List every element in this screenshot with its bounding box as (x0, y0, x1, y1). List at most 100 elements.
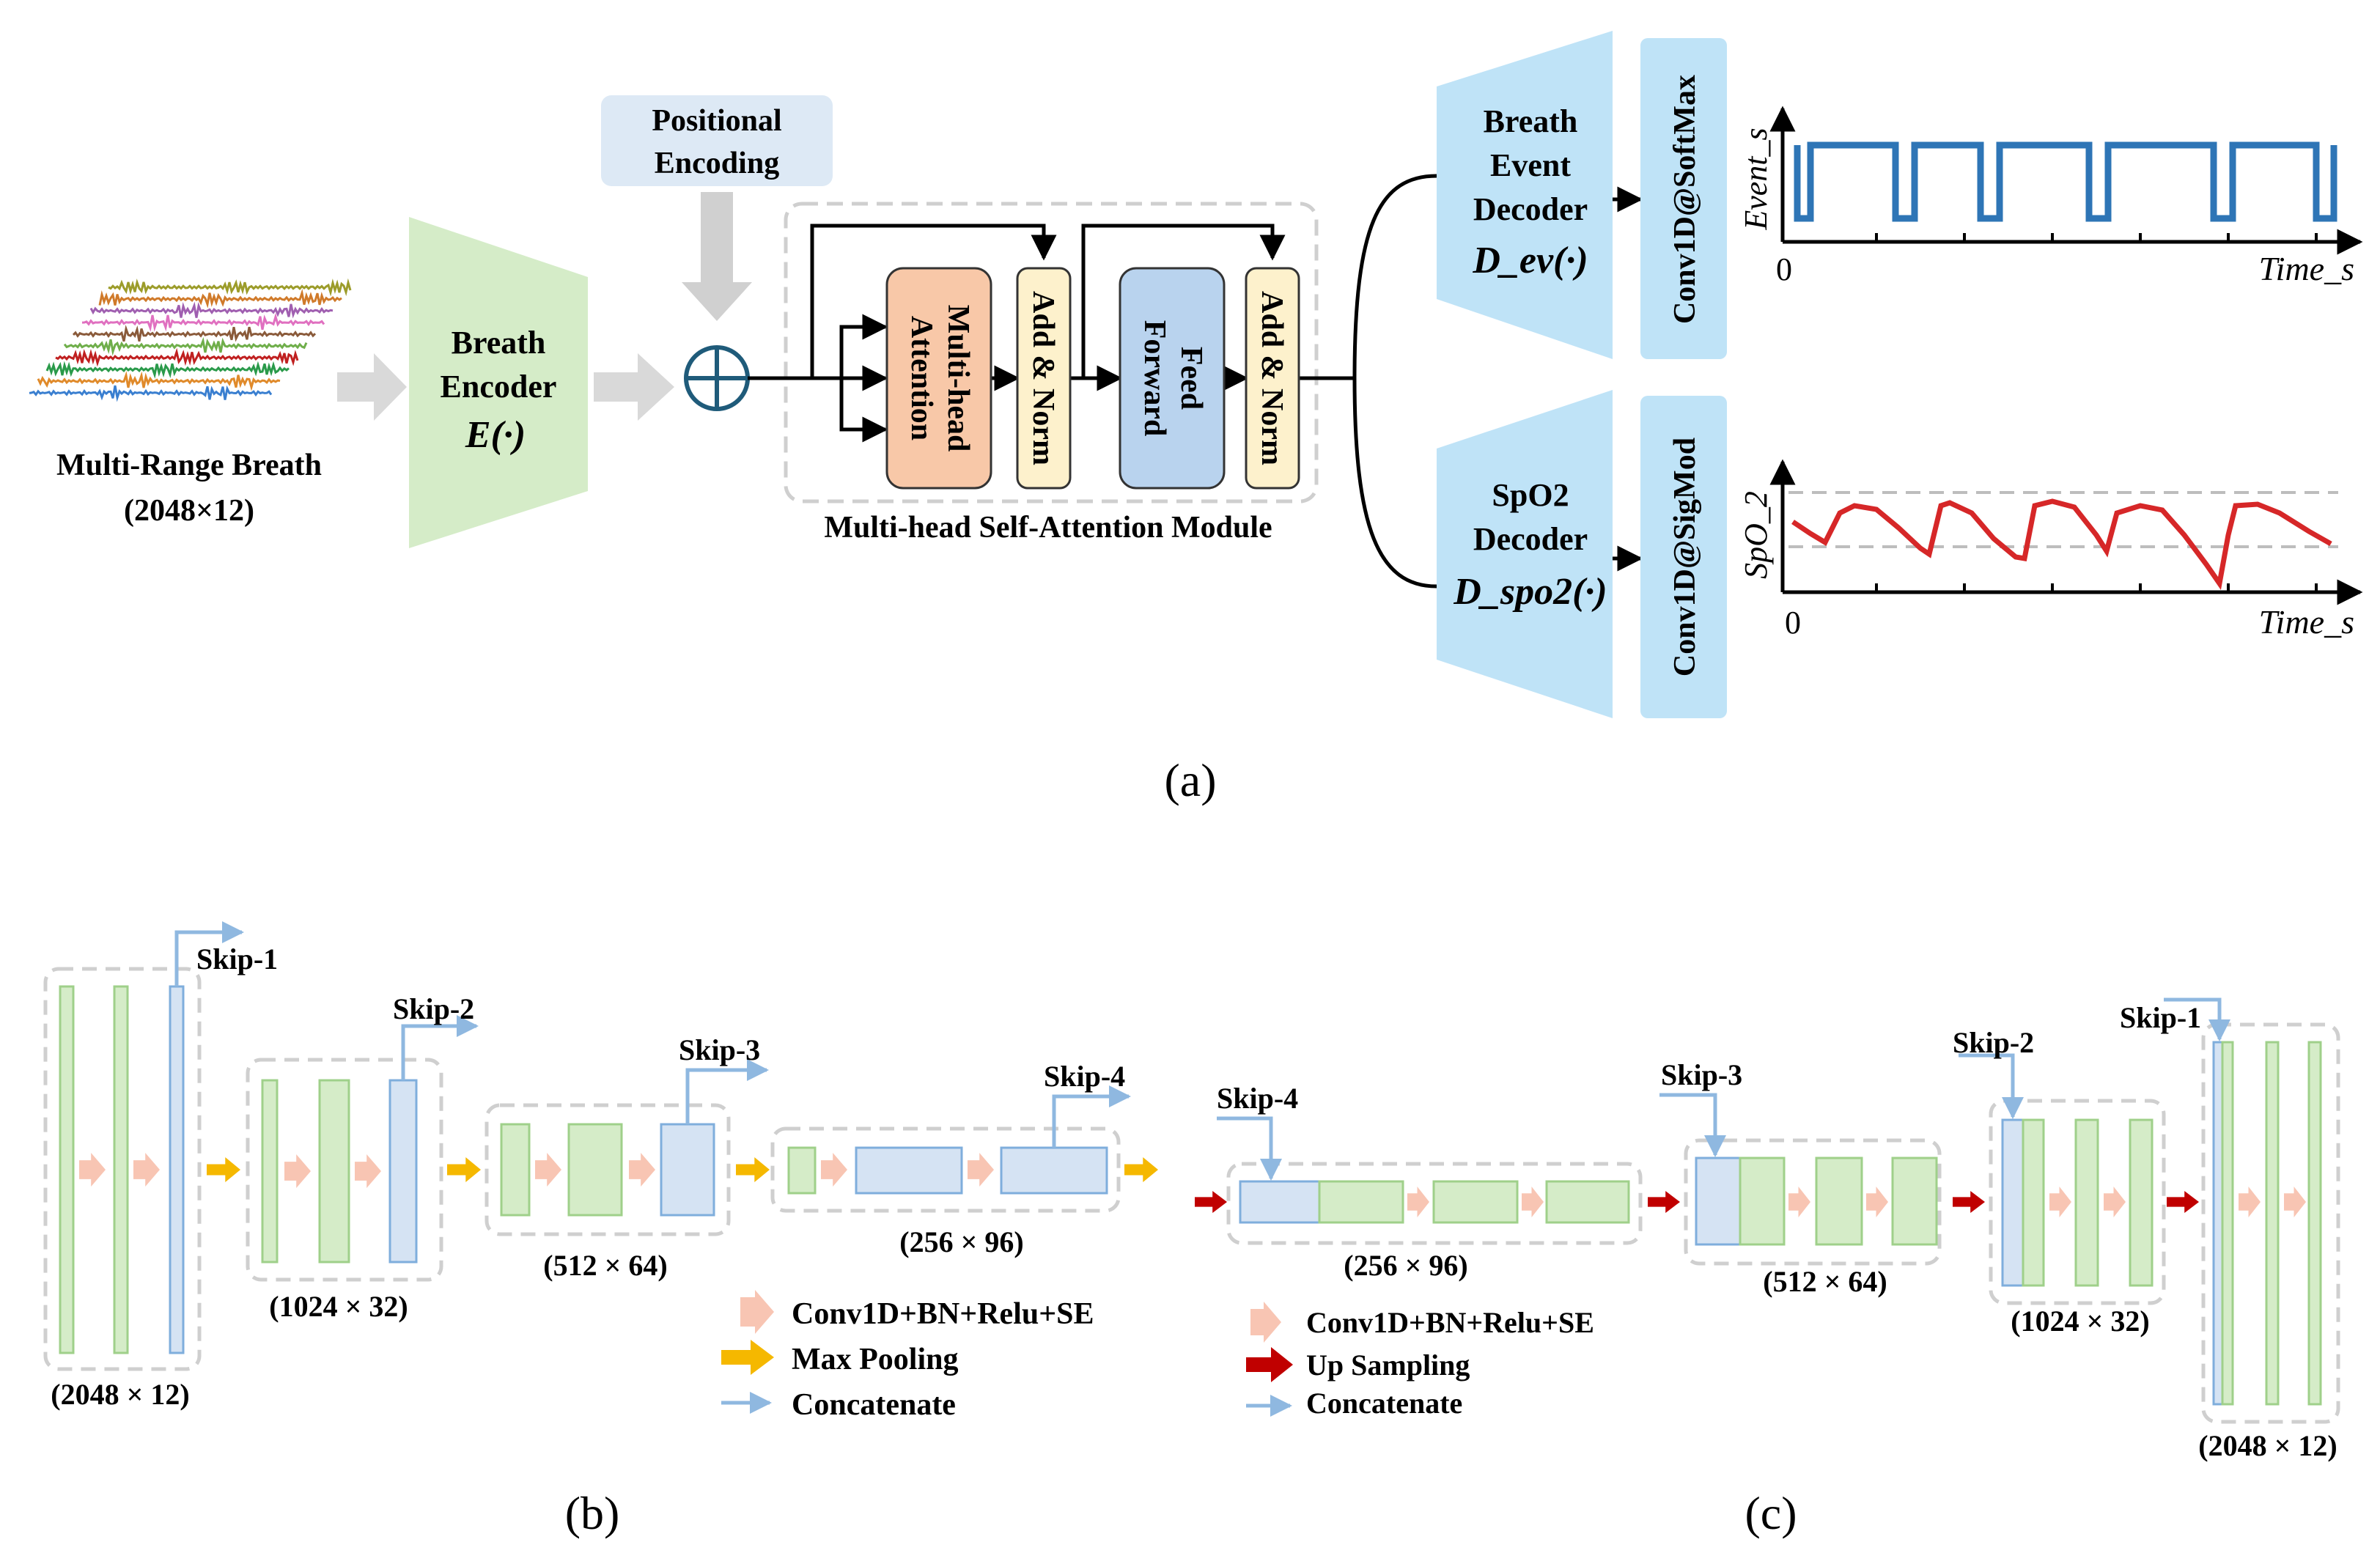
event-decoder-line1: Breath (1484, 103, 1578, 139)
breath-signal-trace (108, 278, 352, 297)
breath-encoder-block (409, 217, 588, 548)
legend-conv-icon (1250, 1302, 1281, 1343)
breath-signal-trace (81, 312, 325, 332)
legend-conv-label: Conv1D+BN+Relu+SE (792, 1297, 1094, 1331)
skip-connector (174, 921, 244, 986)
blue-block (855, 1146, 963, 1195)
breath-signal-trace (63, 336, 308, 356)
event-decoder-symbol: D_ev(·) (1472, 240, 1588, 281)
event-head-box (1640, 38, 1727, 359)
breath-signal-trace (37, 371, 281, 391)
legend-pool-icon (721, 1340, 774, 1375)
up-sampling-arrow (1195, 1191, 1227, 1213)
skip-connector (685, 1059, 769, 1124)
legend-up-icon (1246, 1347, 1293, 1382)
blue-block (388, 1079, 418, 1264)
flow-arrow-to-sum (594, 353, 674, 421)
stage-frame (1226, 1162, 1643, 1245)
stage-frame (485, 1103, 731, 1236)
conv-arrow-icon (1788, 1187, 1810, 1217)
caption-b: (b) (565, 1487, 620, 1539)
positional-encoding-box (601, 95, 833, 186)
module-label: Multi-head Self-Attention Module (824, 511, 1272, 545)
add-norm-block-1 (1016, 267, 1072, 490)
up-sampling-arrow (1953, 1191, 1985, 1213)
up-sampling-arrow (2167, 1191, 2199, 1213)
green-block (261, 1079, 279, 1264)
skip-connector (1659, 1093, 1726, 1157)
stage-frame (1989, 1099, 2166, 1305)
event-plot-xlabel: Time_s (2259, 250, 2354, 287)
green-block (1815, 1157, 1863, 1246)
conv-arrow-icon (535, 1153, 561, 1187)
stage-frame (1684, 1138, 1942, 1266)
green-block (2129, 1118, 2154, 1287)
blue-block (2001, 1118, 2025, 1287)
encoder-label-line1: Breath (452, 325, 546, 361)
skip-label: Skip-3 (679, 1033, 760, 1066)
green-block (1545, 1180, 1630, 1224)
event-decoder-line3: Decoder (1473, 191, 1588, 227)
conv-arrow-icon (133, 1153, 160, 1187)
panel-a: Multi-Range Breath (2048×12) Breath Enco… (29, 31, 2363, 806)
skip-connector (401, 1015, 479, 1080)
event-plot-origin: 0 (1776, 251, 1792, 287)
blue-block (660, 1123, 715, 1217)
legend-up-label: Up Sampling (1306, 1349, 1470, 1382)
skip-label: Skip-2 (393, 992, 474, 1025)
breath-signal-trace (98, 289, 342, 309)
skip-connector (1052, 1085, 1131, 1148)
input-dims: (2048×12) (124, 494, 254, 528)
dims-label: (512 × 64) (543, 1249, 667, 1282)
dims-label: (256 × 96) (899, 1225, 1023, 1258)
blue-block (1695, 1157, 1742, 1246)
green-block (2074, 1118, 2099, 1287)
green-block (1318, 1180, 1404, 1224)
spo2-plot-ylabel: SpO_2 (1738, 491, 1774, 579)
conv-arrow-icon (2104, 1187, 2126, 1217)
spo2-head-box (1640, 396, 1727, 718)
dims-label: (512 × 64) (1763, 1265, 1887, 1298)
sum-operator-icon (684, 345, 750, 411)
add-norm-label-2: Add & Norm (1255, 291, 1289, 465)
green-block (318, 1079, 350, 1264)
dims-label: (2048 × 12) (51, 1378, 189, 1411)
stage-frame (246, 1058, 443, 1282)
green-block (2221, 1041, 2234, 1406)
spo2-plot: SpO_2 0 Time_s (1738, 459, 2363, 641)
conv-arrow-icon (355, 1154, 381, 1188)
attention-connectors (748, 174, 1643, 589)
skip-label: Skip-4 (1217, 1082, 1298, 1115)
positional-label-line2: Encoding (655, 147, 779, 180)
event-decoder-line2: Event (1490, 147, 1571, 183)
legend-b: Conv1D+BN+Relu+SE Max Pooling Concatenat… (721, 1290, 1094, 1422)
positional-label-line1: Positional (652, 104, 781, 138)
max-pooling-arrow (1124, 1157, 1158, 1182)
blue-block (1000, 1146, 1108, 1195)
up-sampling-arrow (1648, 1191, 1680, 1213)
dims-label: (1024 × 32) (269, 1290, 408, 1323)
flow-arrow-to-encoder (337, 353, 407, 421)
conv-arrow-icon (629, 1153, 655, 1187)
green-block (59, 985, 75, 1354)
multi-head-attention-block (885, 267, 992, 490)
spo2-curve (1791, 498, 2332, 590)
stage-frame (43, 967, 202, 1371)
green-block (500, 1123, 531, 1217)
green-block (1891, 1157, 1938, 1246)
conv-arrow-icon (968, 1153, 994, 1187)
conv-arrow-icon (79, 1153, 106, 1187)
conv-arrow-icon (2284, 1187, 2306, 1217)
spo2-plot-xlabel: Time_s (2259, 603, 2354, 641)
skip-connector (1959, 1053, 2024, 1119)
skip-label: Skip-2 (1953, 1026, 2034, 1059)
conv-arrow-icon (1866, 1187, 1888, 1217)
legend-pool-label: Max Pooling (792, 1343, 959, 1376)
green-block (787, 1146, 817, 1195)
input-label: Multi-Range Breath (56, 449, 322, 482)
positional-down-arrow (682, 192, 752, 321)
blue-block (169, 985, 185, 1354)
event-head-label: Conv1D@SoftMax (1668, 75, 1702, 324)
green-block (1432, 1180, 1519, 1224)
